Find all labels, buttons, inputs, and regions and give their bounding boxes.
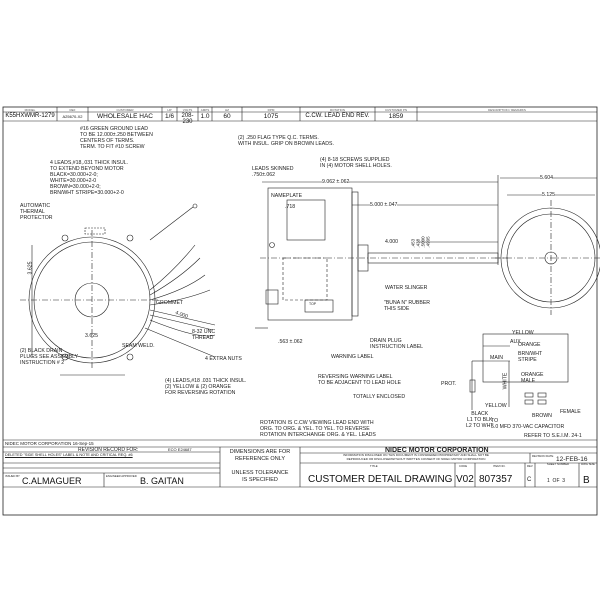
tolerance-note: UNLESS TOLERANCE IS SPECIFIED — [231, 470, 289, 483]
issued-by-label: ISSUED BY — [5, 474, 20, 478]
eco-number: ECO E24687 — [168, 447, 192, 452]
lead-end-view — [20, 203, 216, 376]
wire-brown: BROWN — [532, 413, 552, 419]
amps-value: 1.0 — [200, 113, 210, 120]
note-leads-skinned: LEADS SKINNED .750±.062 — [252, 166, 294, 178]
proprietary-notice: INFORMATION DISCLOSED ON THIS DOCUMENT I… — [343, 453, 489, 461]
title-label: TITLE — [370, 464, 378, 468]
rev-value: C — [527, 477, 532, 483]
wire-orange-male: ORANGE MALE — [521, 372, 544, 384]
dim-shaft-diameters: .453 .438 .5000 .4995 — [410, 236, 431, 248]
item-number: 807357 — [479, 474, 513, 485]
note-grommet: GROMMET — [156, 300, 184, 306]
col-amps: AMPS — [200, 108, 210, 112]
col-description: DESCRIPTION / REMARKS — [488, 108, 526, 112]
dwg-size-label: DWG SIZE — [581, 462, 595, 466]
note-four-leads: 4 LEADS,#18,.031 THICK INSUL. TO EXTEND … — [50, 160, 129, 196]
note-screws: (4) 8-18 SCREWS SUPPLIED IN (4) MOTOR SH… — [320, 157, 392, 169]
note-nameplate: NAMEPLATE — [271, 193, 303, 199]
dwg-size: B — [583, 475, 590, 486]
note-water-slinger: WATER SLINGER — [385, 285, 428, 291]
drawing-title: CUSTOMER DETAIL DRAWING — [308, 474, 453, 485]
note-flag-terms: (2) .250 FLAG TYPE Q.C. TERMS. WITH INSU… — [238, 135, 334, 147]
col-model: MODEL — [24, 108, 36, 112]
note-warning-label: WARNING LABEL — [331, 354, 374, 360]
wire-brn-wht: BRN/WHT STRIPE — [518, 351, 543, 363]
dim-5000: 5.000 ±.047 — [370, 202, 398, 208]
dim-9062: 9.062 ±.062 — [322, 179, 350, 185]
sheet-label: SHEET NUMBER — [546, 462, 570, 466]
note-buna: "BUNA N" RUBBER THIS SIDE — [384, 300, 431, 312]
customer-pn-value: 1859 — [388, 113, 404, 120]
note-ground-lead: #16 GREEN GROUND LEAD TO BE 12.000±.250 … — [80, 126, 153, 150]
note-thread: 8-32 UNC THREAD — [192, 329, 216, 341]
note-thermal-protector: AUTOMATIC THERMAL PROTECTOR — [20, 203, 53, 221]
revision-note: DELETED "SIDE SHELL HOLES" LABEL & NOTE … — [5, 453, 133, 457]
hz-value: 60 — [223, 113, 231, 120]
dim-563: .563 ±.062 — [278, 339, 303, 345]
col-ref: REF — [69, 108, 76, 112]
wire-main: MAIN — [490, 355, 503, 361]
ref-value: A25670-X2 — [62, 114, 83, 119]
approved-by: B. GAITAN — [140, 476, 184, 486]
note-totally-enclosed: TOTALLY ENCLOSED — [353, 394, 406, 400]
dimensions-note: DIMENSIONS ARE FOR REFERENCE ONLY — [229, 449, 291, 462]
rev-label: REV — [527, 464, 533, 468]
code-value: V02 — [456, 474, 474, 485]
note-drain-label: DRAIN PLUG INSTRUCTION LABEL — [370, 338, 424, 350]
col-hz: HZ — [225, 108, 229, 112]
col-hp: HP — [167, 108, 172, 112]
note-rotation: ROTATION IS C.CW VIEWING LEAD END WITH O… — [260, 420, 376, 438]
code-label: CODE — [459, 464, 468, 468]
dim-4000-shaft: 4.000 — [385, 239, 398, 245]
company-name: NIDEC MOTOR CORPORATION — [385, 447, 489, 454]
wire-prot: PROT. — [441, 381, 457, 387]
revision-date-label: REVISION DATE — [532, 454, 554, 458]
dim-5125: 5.125 — [542, 192, 555, 198]
shaft-end-view — [495, 177, 600, 315]
col-volts: VOLTS — [182, 108, 193, 112]
wire-orange: ORANGE — [518, 342, 541, 348]
wire-white: WHITE — [502, 372, 509, 390]
dim-3625-vertical: 3.625 — [27, 261, 34, 275]
company-date: NIDEC MOTOR CORPORATION 16-Sep-15 — [5, 441, 94, 446]
wire-aux: AUX — [510, 339, 521, 345]
approved-label: ENGINEER APPROVED — [106, 474, 137, 478]
col-customer: CUSTOMER — [116, 108, 134, 112]
wire-yellow: YELLOW — [485, 403, 507, 409]
dim-5604: 5.604 — [540, 175, 553, 181]
wire-black: BLACK L1 TO BLK L2 TO WHT — [466, 411, 494, 429]
title-block-lines — [3, 439, 597, 488]
side-view — [255, 175, 510, 329]
revision-record-label: REVISION RECORD FOR: — [78, 446, 139, 453]
note-drain-plugs: (2) BLACK DRAIN PLUGS SEE ASSEMBLY INSTR… — [20, 348, 79, 366]
note-reversing-warning: REVERSING WARNING LABEL TO BE ADJACENT T… — [318, 374, 401, 386]
revision-date: 12-FEB-16 — [556, 456, 588, 463]
sheet-number: 1 OF 3 — [547, 478, 566, 484]
rotation-value: C.CW. LEAD END REV. — [305, 113, 370, 119]
col-rotation: ROTATION — [329, 108, 346, 112]
note-reversing-leads: (4) LEADS,#18 .031 THICK INSUL. (2) YELL… — [165, 378, 247, 396]
rpm-value: 1075 — [263, 113, 279, 120]
hp-value: 1/6 — [164, 113, 175, 120]
refer-seim: REFER TO S.E.I.M. 24-1 — [524, 433, 582, 439]
col-customer-pn: CUSTOMER PN — [384, 108, 408, 112]
wiring-diagram — [469, 333, 569, 410]
wire-capacitor: TO 5.0 MFD 370-VAC CAPACITOR — [491, 418, 565, 430]
model-value: K55HXWMR-1279 — [5, 113, 55, 119]
note-seam-weld: SEAM WELD. — [122, 343, 155, 349]
note-extra-nuts: 4 EXTRA NUTS — [205, 356, 242, 362]
issued-by: C.ALMAGUER — [22, 476, 82, 486]
top-label: TOP — [309, 302, 317, 306]
dim-3625-horizontal: 3.625 — [85, 333, 98, 339]
col-rpm: RPM — [267, 108, 275, 112]
item-label: ITEM NO. — [493, 464, 506, 468]
volts-value: 208-230 — [181, 113, 194, 125]
customer-value: WHOLESALE HAC — [97, 113, 153, 120]
wire-yellow-top: YELLOW — [512, 330, 534, 336]
wire-female: FEMALE — [560, 409, 581, 415]
dim-718: .718 — [285, 204, 296, 210]
